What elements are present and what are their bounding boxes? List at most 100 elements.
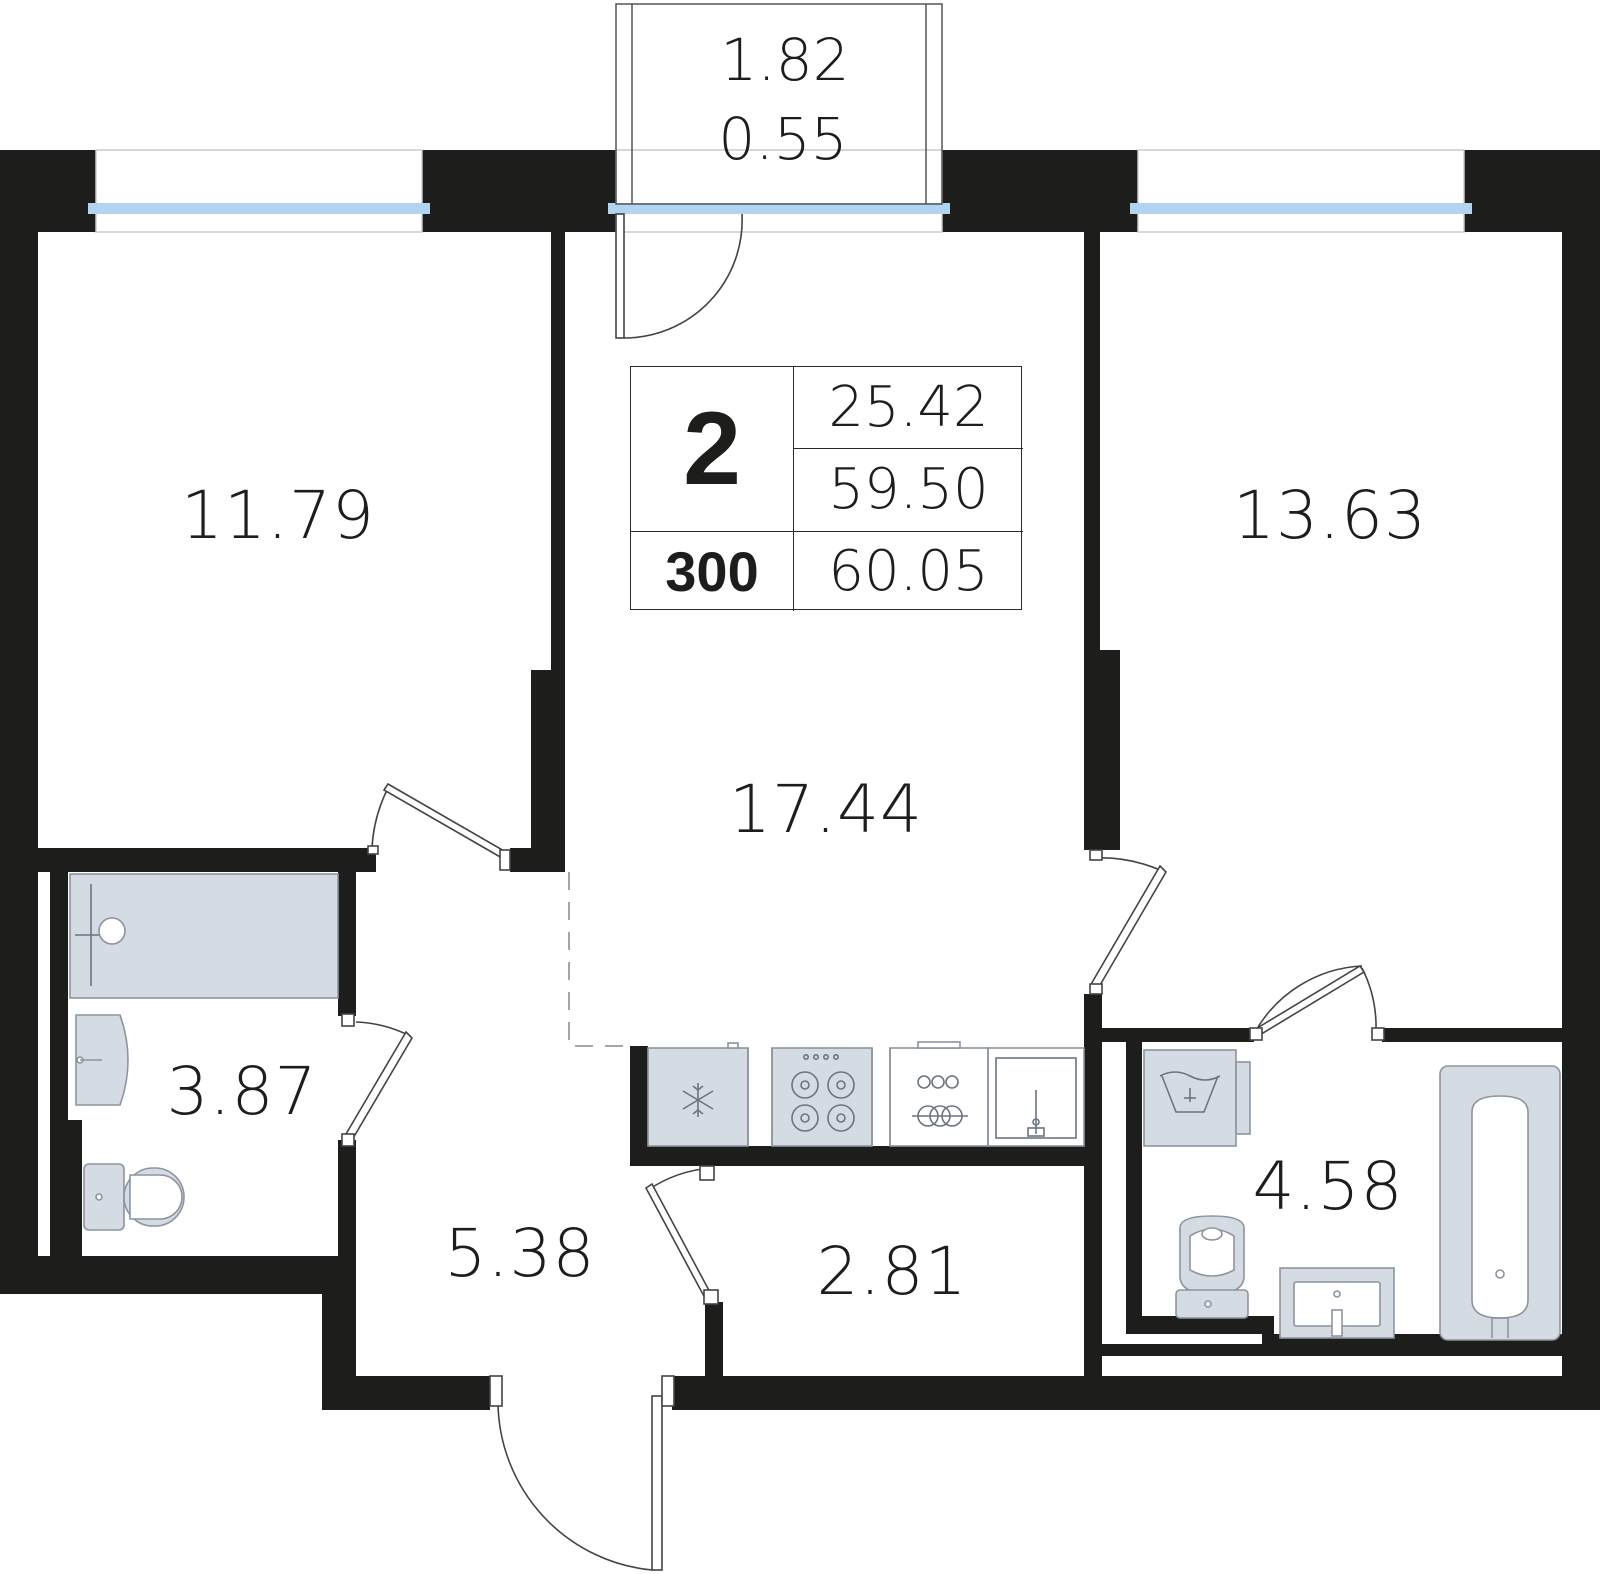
room-area-bathroom-large: 4.58	[1252, 1148, 1404, 1225]
room-area-hallway: 5.38	[444, 1215, 596, 1292]
cooktop-icon	[791, 1054, 855, 1132]
room-area-bedroom-left: 11.79	[181, 477, 375, 554]
door-small-bath-swing	[355, 1021, 411, 1037]
windows	[88, 149, 1472, 233]
door-bedroom-left-jamb-a	[367, 845, 379, 855]
room-area-living-kitchen: 17.44	[729, 771, 923, 848]
wall-small-bath-bottom	[68, 1256, 356, 1286]
wall-top-mid-left	[422, 150, 616, 232]
wall-small-bath-right-lower	[338, 1140, 356, 1276]
wall-small-bath-right-upper	[338, 872, 356, 1016]
wall-storage-right	[1084, 1166, 1102, 1376]
sink-big-tap	[1331, 1309, 1343, 1337]
window-right-glass	[1130, 203, 1472, 214]
toilet-big-lid	[1201, 1227, 1223, 1241]
bathtub-big-drain	[1495, 1269, 1505, 1279]
door-storage-leaf	[644, 1182, 714, 1302]
door-small-bath-leaf	[344, 1030, 414, 1142]
wall-top-mid-right	[942, 150, 1138, 232]
wall-bedroom-right-left-upper	[1084, 232, 1100, 652]
wall-right-outer	[1562, 150, 1600, 1382]
balcony-outline	[615, 3, 943, 205]
door-storage-jamb-b	[703, 1289, 719, 1305]
wall-bottom-right	[672, 1376, 1600, 1410]
kitchen-zone-divider	[568, 872, 630, 1047]
balcony-reduced-area-label: 0.55	[718, 105, 848, 173]
door-bedroom-right-jamb-a	[1089, 849, 1103, 861]
wall-left-outer	[0, 150, 38, 1286]
door-bedroom-left-jamb-b	[499, 849, 511, 871]
wall-kitchen-bottom	[630, 1146, 1084, 1166]
door-bedroom-left-leaf	[382, 782, 508, 860]
washing-machine-icon	[1159, 1071, 1221, 1113]
toilet-small-tank	[83, 1163, 125, 1231]
wall-small-bath-left-lower	[50, 1120, 82, 1256]
window-mid	[615, 149, 943, 233]
door-entrance-swing	[497, 1403, 653, 1571]
bathtub-big-tap	[1491, 1317, 1509, 1338]
wall-bedroom-right-left-mid	[1084, 650, 1120, 850]
apartment-number: 300	[631, 532, 794, 611]
door-entrance-jamb-b	[661, 1375, 675, 1407]
small-bath-fixtures	[69, 873, 339, 1231]
door-entrance-leaf	[651, 1395, 663, 1571]
wall-big-bath-bottom	[1126, 1316, 1274, 1334]
wall-bottom-hall	[322, 1376, 490, 1410]
wall-big-bath-top-right	[1382, 1028, 1562, 1042]
door-small-bath-jamb-a	[341, 1013, 355, 1027]
doors	[341, 213, 1385, 1571]
big-bath-fixtures	[1143, 1049, 1561, 1341]
sink-big-drain	[1333, 1290, 1341, 1298]
rooms-count: 2	[631, 367, 794, 532]
sink-icon	[995, 1057, 1077, 1139]
toilet-big-button	[1204, 1300, 1212, 1308]
counter-stove	[771, 1047, 873, 1147]
living-area: 25.42	[794, 367, 1023, 449]
toilet-big-tank	[1175, 1289, 1249, 1319]
counter-cabinet	[889, 1047, 989, 1147]
rings-icon	[912, 1075, 968, 1127]
total-area-with-balcony: 60.05	[828, 538, 989, 604]
bathtub-big-inner	[1471, 1095, 1529, 1319]
room-area-bedroom-right: 13.63	[1233, 477, 1427, 554]
room-area-bathroom-small: 3.87	[166, 1053, 318, 1130]
apartment-summary: 2 300 25.42 59.50 60.05	[630, 366, 1023, 611]
window-left	[95, 149, 423, 233]
door-bedroom-left-swing	[371, 787, 389, 849]
door-bedroom-right-swing	[1093, 857, 1161, 871]
toilet-small-seat	[129, 1174, 183, 1220]
wall-bedroom-left-right-lower	[531, 670, 565, 872]
door-small-bath-jamb-b	[341, 1133, 355, 1147]
kitchen-counter	[647, 1041, 1085, 1147]
shower-head	[98, 917, 126, 945]
window-mid-glass	[608, 203, 950, 214]
door-bedroom-right-leaf	[1088, 864, 1168, 994]
door-storage-jamb-a	[699, 1165, 715, 1181]
door-big-bath-leaf	[1252, 964, 1366, 1038]
wall-big-bath-left	[1126, 1042, 1142, 1334]
door-big-bath-jamb-b	[1371, 1027, 1385, 1041]
cabinet-handle	[917, 1041, 961, 1049]
washer-side	[1235, 1061, 1251, 1135]
door-big-bath-jamb-a	[1249, 1027, 1263, 1041]
door-balcony-leaf	[615, 213, 625, 339]
door-big-bath-swing-b	[1361, 967, 1377, 1031]
wall-storage-left	[705, 1302, 723, 1376]
snowflake-icon	[682, 1083, 714, 1117]
window-left-glass	[88, 203, 430, 214]
room-area-storage: 2.81	[816, 1233, 968, 1310]
balcony-area-label: 1.82	[720, 26, 850, 94]
window-right	[1137, 149, 1465, 233]
wall-kitchen-left	[630, 1046, 648, 1164]
door-bedroom-right-jamb-b	[1089, 983, 1103, 995]
wall-big-bath-top	[1084, 1028, 1254, 1042]
total-area: 59.50	[794, 449, 1023, 532]
door-entrance-jamb-a	[489, 1375, 503, 1407]
walls	[0, 150, 1600, 1410]
wall-bedroom-left-right-upper	[551, 232, 565, 672]
wall-bedroom-left-stub	[510, 848, 565, 872]
door-balcony-swing	[623, 213, 743, 339]
balcony	[615, 3, 943, 205]
door-big-bath-swing	[1253, 965, 1363, 1035]
